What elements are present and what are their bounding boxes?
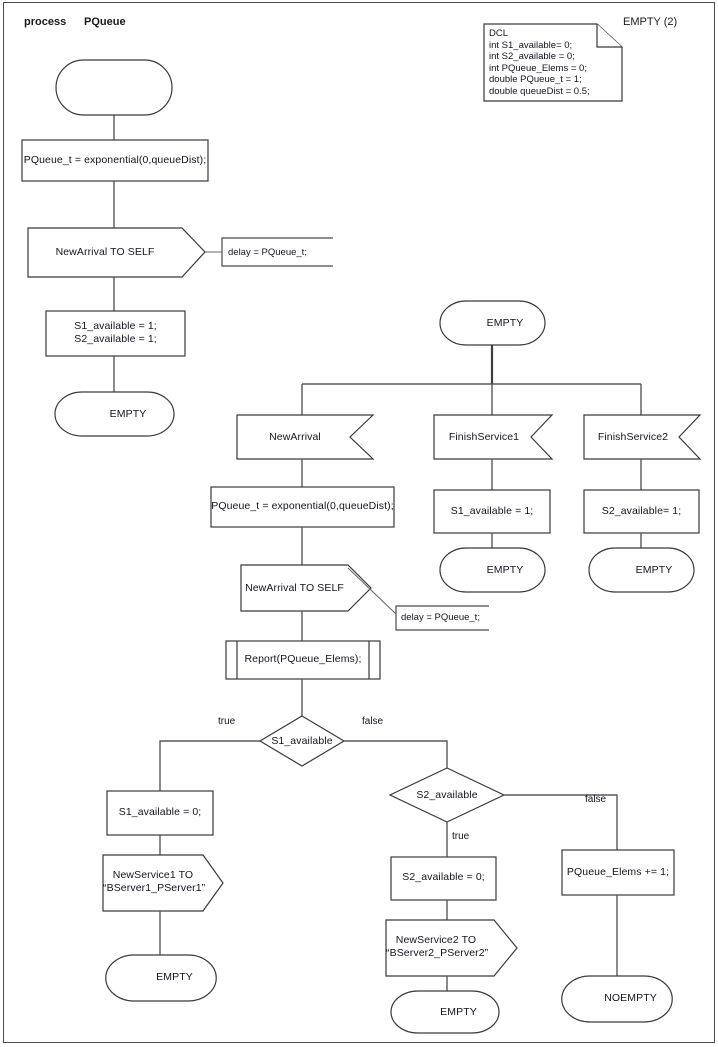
task-init-shape (21, 139, 209, 182)
task-enqueue-shape (561, 849, 675, 896)
edge-s1-false (344, 740, 448, 768)
decision-s2-false-label: false (585, 794, 607, 805)
task-s1-zero-shape (106, 790, 214, 836)
decision-s2-true-label: true (452, 831, 470, 842)
state-empty-shape (439, 300, 546, 346)
nextstate-noempty-shape (561, 975, 673, 1023)
input-newarrival-shape (236, 414, 375, 460)
page-label: EMPTY (2) (623, 16, 678, 28)
task-s2-zero-shape (390, 856, 497, 901)
task-availability-shape (45, 310, 186, 357)
input-finishservice2-shape (583, 414, 702, 460)
decision-s2-shape (388, 767, 506, 823)
process-keyword: process (24, 16, 67, 28)
dcl-note-shape (483, 23, 623, 102)
nextstate-empty-3-shape (390, 990, 500, 1034)
comment-delay-2-label: delay = PQueue_t; (401, 612, 480, 623)
output-newservice1-shape (102, 854, 224, 912)
process-name: PQueue (84, 16, 126, 28)
nextstate-empty-f2-shape (588, 547, 695, 593)
decision-s1-true-label: true (218, 716, 236, 727)
nextstate-empty-2-shape (105, 954, 217, 1002)
decision-s1-shape (258, 715, 346, 767)
edge-s2-false (504, 794, 618, 850)
dcl-note-fold (596, 24, 622, 48)
decision-s1-false-label: false (362, 716, 384, 727)
leader-comment-delay-2 (347, 567, 397, 615)
task-finish1-shape (433, 489, 551, 534)
nextstate-empty-f1-shape (439, 547, 546, 593)
comment-delay-1-shape (221, 237, 333, 267)
edge-s1-true (159, 740, 260, 791)
input-finishservice1-shape (433, 414, 554, 460)
nextstate-empty-1-shape (54, 391, 175, 437)
output-newarrival-self-shape (27, 227, 206, 278)
output-newservice2-shape (385, 919, 518, 977)
procedure-report-shape (225, 640, 381, 680)
start-symbol (55, 59, 173, 116)
task-finish2-shape (583, 489, 700, 534)
task-exponential-shape (210, 486, 395, 528)
comment-delay-2-shape (395, 605, 489, 631)
comment-delay-1-label: delay = PQueue_t; (228, 247, 307, 258)
dcl-note-text: DCL int S1_available= 0; int S2_availabl… (489, 28, 590, 97)
output-newarrival-self2-shape (240, 564, 372, 612)
